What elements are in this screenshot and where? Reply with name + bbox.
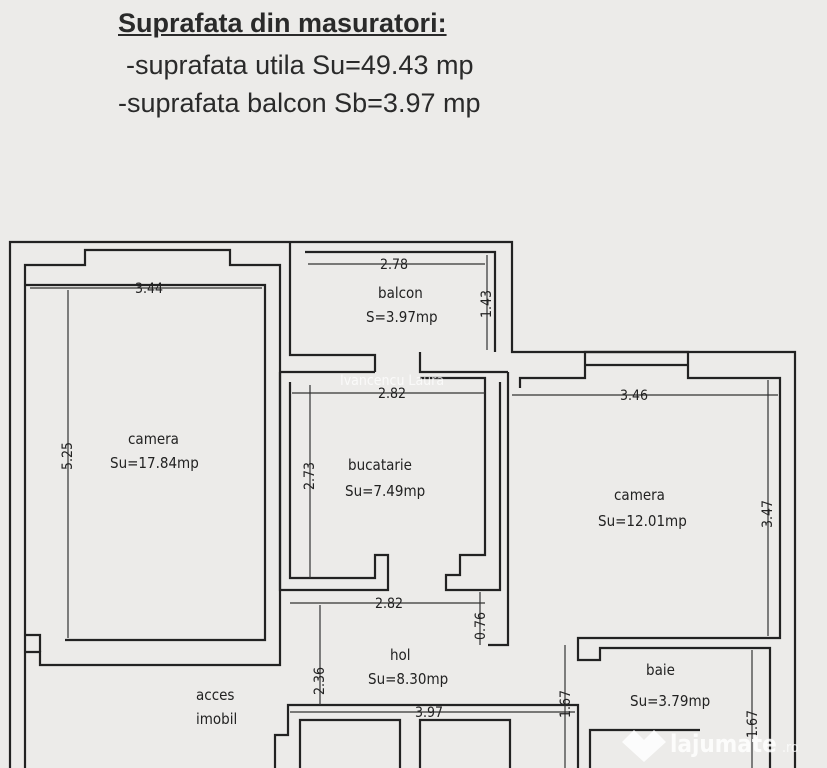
heart-logo-icon xyxy=(622,730,666,762)
room-hol-area: Su=8.30mp xyxy=(368,670,448,688)
room-balcon-area: S=3.97mp xyxy=(366,308,438,326)
balcony-area-line: -suprafata balcon Sb=3.97 mp xyxy=(118,88,481,118)
dim-hol-width1: 2.82 xyxy=(375,596,403,612)
room-bucatarie-area: Su=7.49mp xyxy=(345,482,425,500)
dim-baie-height1: 1.67 xyxy=(558,690,574,718)
room-balcon-name: balcon xyxy=(378,284,423,302)
room-camera1-name: camera xyxy=(128,430,179,448)
dim-hol-height: 2.36 xyxy=(312,667,328,695)
dim-bucatarie-width: 2.82 xyxy=(378,386,406,402)
room-baie-area: Su=3.79mp xyxy=(630,692,710,710)
dim-camera1-height: 5.25 xyxy=(60,442,76,470)
surface-title: Suprafata din masuratori: xyxy=(118,8,447,38)
dim-hol-width2: 3.97 xyxy=(415,705,443,721)
dim-balcon-height: 1.43 xyxy=(479,290,495,318)
usable-area-line: -suprafata utila Su=49.43 mp xyxy=(126,50,474,80)
dim-hol-height2: 0.76 xyxy=(473,612,489,640)
room-camera2-name: camera xyxy=(614,486,665,504)
room-bucatarie-name: bucatarie xyxy=(348,456,412,474)
dimension-lines xyxy=(30,255,778,768)
walls xyxy=(8,240,797,768)
dim-camera2-width: 3.46 xyxy=(620,388,648,404)
author-watermark: Ivancencu Laura xyxy=(340,373,444,389)
dim-camera2-height: 3.47 xyxy=(760,500,776,528)
dim-balcon-width: 2.78 xyxy=(380,257,408,273)
dim-bucatarie-height: 2.73 xyxy=(302,462,318,490)
dim-camera1-width: 3.44 xyxy=(135,281,163,297)
site-watermark: lajumate xyxy=(670,730,777,758)
room-camera2-area: Su=12.01mp xyxy=(598,512,687,530)
acces-label: acces xyxy=(196,686,234,704)
room-camera1-area: Su=17.84mp xyxy=(110,454,199,472)
dim-baie-height2: 1.67 xyxy=(745,710,761,738)
room-baie-name: baie xyxy=(646,661,675,679)
lajumate-logo: lajumate .ro xyxy=(622,730,799,762)
imobil-label: imobil xyxy=(196,710,237,728)
room-hol-name: hol xyxy=(390,646,411,664)
site-tld: .ro xyxy=(782,740,799,756)
